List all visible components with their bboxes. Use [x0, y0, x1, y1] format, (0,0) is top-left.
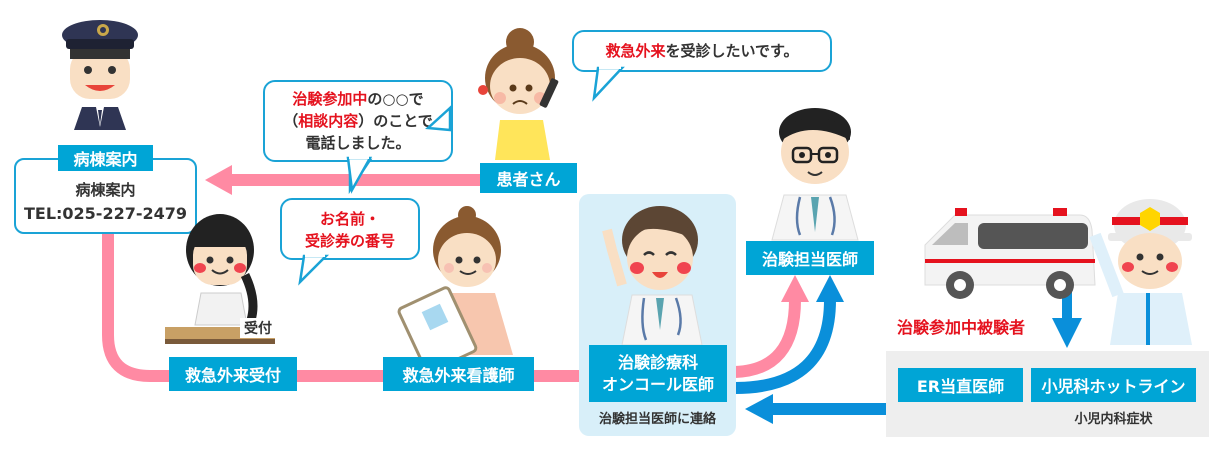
- emergency-rest: を受診したいです。: [665, 42, 799, 60]
- consult-keyword: 相談内容: [298, 112, 359, 130]
- emergency-keyword: 救急外来: [605, 42, 666, 60]
- pink-arrow-oncall-to-trialdoctor: [734, 299, 801, 378]
- trial-keyword: 治験参加中: [292, 90, 368, 108]
- trial-subject-label: 治験参加中被験者: [897, 318, 1026, 337]
- blue-arrow-er-to-oncall: [745, 394, 890, 424]
- oncall-doctor-icon: [602, 206, 703, 346]
- info-line1: お名前・: [319, 210, 380, 228]
- er-duty-doctor-label: ER当直医師: [898, 368, 1023, 402]
- nurse-with-clipboard-icon: [397, 206, 513, 374]
- blue-arrow-oncall-to-trialdoctor: [734, 299, 836, 394]
- bubble-tail-trial: [348, 105, 452, 195]
- bubble-tail-emergency: [592, 65, 625, 102]
- bubble-tail-info: [298, 253, 330, 286]
- trial-doctor-label: 治験担当医師: [746, 241, 874, 275]
- pediatric-hotline-label: 小児科ホットライン: [1031, 368, 1196, 402]
- trial-line1-rest: の○○で: [367, 90, 424, 108]
- ward-guide-phone[interactable]: TEL:025-227-2479: [23, 204, 188, 223]
- bubble-tail-trial-bottom: [346, 155, 373, 194]
- patient-label: 患者さん: [480, 163, 577, 193]
- patient-on-phone-icon: [478, 28, 559, 160]
- ambulance-icon: [924, 208, 1096, 299]
- blue-arrow-down-to-er: [1052, 290, 1082, 348]
- ward-guide-label: 病棟案内: [58, 145, 153, 171]
- info-line2: 受診券の番号: [304, 232, 395, 250]
- pediatric-note: 小児内科症状: [1074, 412, 1153, 427]
- reception-label: 救急外来受付: [169, 357, 297, 391]
- paramedic-icon: [1089, 199, 1192, 345]
- security-guard-icon: [62, 20, 138, 130]
- oncall-label: 治験診療科 オンコール医師: [589, 345, 727, 402]
- speech-bubble-trial: 治験参加中の○○で （相談内容）のことで 電話しました。: [263, 80, 453, 162]
- paren-open: （: [283, 112, 299, 130]
- oncall-label-line2: オンコール医師: [601, 374, 714, 394]
- reception-desk-sign: 受付: [240, 318, 276, 338]
- oncall-note: 治験担当医師に連絡: [598, 412, 716, 427]
- doctor-with-glasses-icon: [771, 108, 859, 241]
- pink-line-ward-to-oncall: [102, 232, 585, 382]
- speech-bubble-name-number: お名前・ 受診券の番号: [280, 198, 420, 260]
- nurse-label: 救急外来看護師: [383, 357, 534, 391]
- ward-guide-box-title: 病棟案内: [75, 181, 136, 199]
- trial-line2-rest: ）のことで: [358, 112, 433, 130]
- oncall-label-line1: 治験診療科: [617, 352, 698, 372]
- trial-line3: 電話しました。: [305, 134, 411, 152]
